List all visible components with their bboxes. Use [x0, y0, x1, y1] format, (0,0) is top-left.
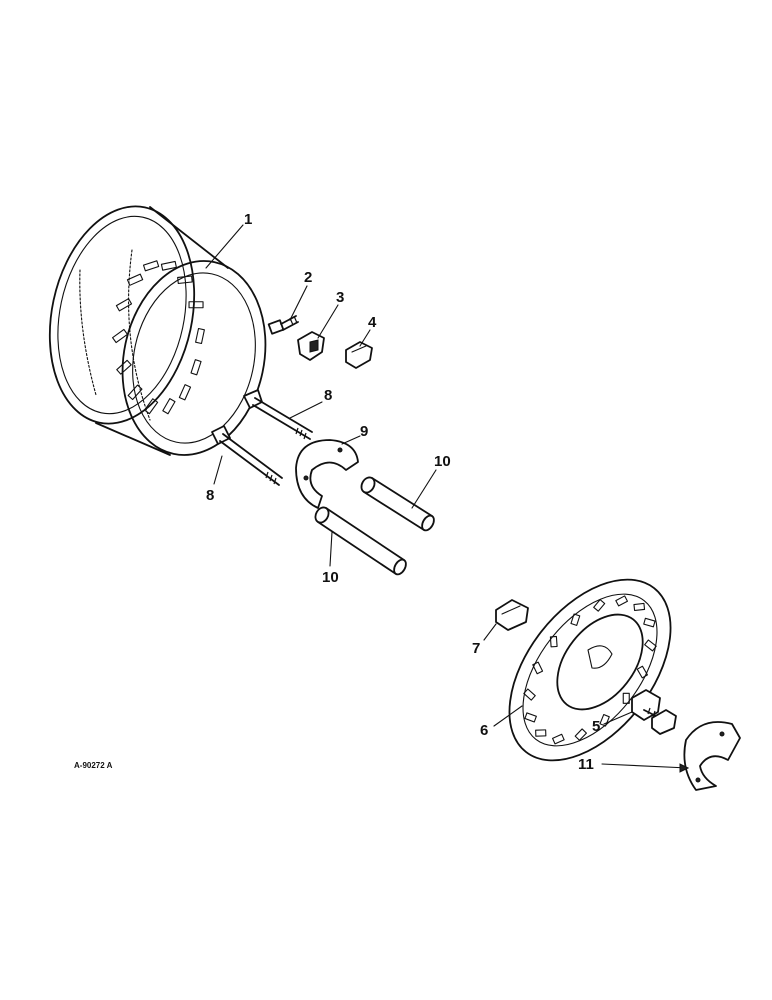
- leader-10a: [411, 469, 437, 509]
- rim-slot: [115, 298, 133, 312]
- callout-6: 6: [480, 722, 488, 739]
- rim-slot: [160, 260, 177, 271]
- rim-slot: [178, 384, 192, 401]
- bolt-clamp: [631, 689, 677, 735]
- callout-2: 2: [304, 269, 312, 286]
- clamp: [297, 331, 325, 361]
- leader-1: [205, 224, 244, 269]
- callout-11: 11: [578, 756, 594, 773]
- disc-slot: [523, 688, 536, 701]
- wheel-rim: [48, 205, 267, 456]
- disc-slot: [633, 602, 646, 612]
- rim-slot: [177, 275, 193, 284]
- tube-upper: [360, 476, 435, 532]
- disc-slot: [643, 617, 656, 628]
- disc-slot: [552, 733, 565, 745]
- rim-slot: [116, 359, 132, 375]
- leader-3: [317, 304, 339, 339]
- disc-slot: [593, 599, 606, 612]
- clip-small: [495, 599, 529, 631]
- callout-4: 4: [368, 314, 377, 331]
- leader-lines: [205, 224, 690, 773]
- disc-slot: [599, 713, 610, 727]
- clip: [345, 341, 373, 369]
- disc-slot: [644, 639, 657, 652]
- disc-slot: [615, 595, 629, 607]
- leader-2: [289, 285, 308, 321]
- figure-reference: A-90272 A: [74, 761, 113, 770]
- callout-10-lower: 10: [322, 569, 339, 586]
- rim-slot: [195, 327, 205, 345]
- rim-slot: [144, 398, 159, 415]
- callout-8-upper: 8: [324, 387, 332, 404]
- callout-9: 9: [360, 423, 368, 440]
- callout-3: 3: [336, 289, 344, 306]
- disc-slot: [622, 692, 630, 704]
- rim-slot: [112, 328, 128, 344]
- leader-8b: [213, 455, 223, 485]
- leader-11: [601, 763, 689, 769]
- callout-5: 5: [592, 718, 600, 735]
- disc-slot: [636, 665, 648, 679]
- rim-slot: [188, 301, 204, 309]
- callout-8-lower: 8: [206, 487, 214, 504]
- leader-5: [603, 711, 633, 725]
- leader-7: [483, 623, 497, 641]
- rim-slot: [190, 359, 202, 376]
- rim-slot: [162, 398, 176, 415]
- disc-slot: [532, 661, 544, 675]
- disc-slot: [574, 728, 587, 741]
- leader-4: [359, 329, 371, 347]
- disc-slot: [535, 729, 547, 737]
- callout-10-upper: 10: [434, 453, 451, 470]
- disc-slot: [549, 635, 558, 648]
- callout-1: 1: [244, 211, 252, 228]
- callout-7: 7: [472, 640, 480, 657]
- leader-10b: [329, 531, 333, 567]
- wheel-disc: [508, 578, 672, 762]
- spacer-plate: [295, 439, 359, 509]
- leader-9: [341, 435, 361, 445]
- disc-slot: [570, 613, 581, 626]
- leader-6: [493, 705, 523, 727]
- long-bolt-lower: [211, 425, 283, 486]
- leader-8a: [289, 401, 323, 419]
- bolt-small: [267, 315, 299, 335]
- rim-slot: [142, 260, 160, 272]
- tube-lower: [314, 506, 407, 576]
- c-plate: [683, 721, 741, 791]
- long-bolt-upper: [243, 389, 313, 440]
- disc-slot: [524, 712, 537, 723]
